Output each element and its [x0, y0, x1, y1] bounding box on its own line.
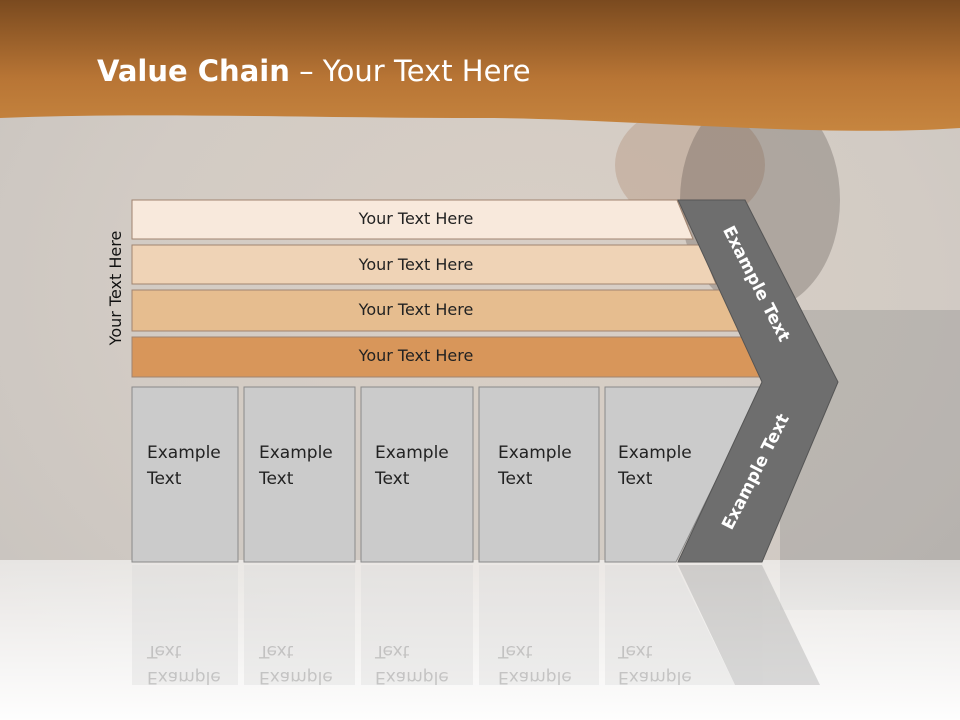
- box-1-shape: [131, 386, 239, 563]
- box-3-line2: Text: [375, 469, 410, 489]
- row-4-label: Your Text Here: [358, 346, 474, 365]
- box-3-shape: [360, 386, 474, 563]
- box-2-shape: [243, 386, 356, 563]
- box-1-line2: Text: [147, 469, 182, 489]
- side-label: Your Text Here: [106, 230, 125, 346]
- box-1-line1: Example: [147, 443, 221, 463]
- box-3-line1: Example: [375, 443, 449, 463]
- row-3-label: Your Text Here: [358, 300, 474, 319]
- box-5-line1: Example: [618, 443, 692, 463]
- chevron-arrow: [677, 199, 839, 563]
- title-bold: Value Chain: [97, 54, 290, 88]
- row-1-label: Your Text Here: [358, 209, 474, 228]
- box-5-line2: Text: [618, 469, 653, 489]
- box-2-label: Example Text: [259, 440, 333, 492]
- box-2-line1: Example: [259, 443, 333, 463]
- row-1-shape: [131, 199, 694, 240]
- header-band: [0, 0, 960, 131]
- box-4-line2: Text: [498, 469, 533, 489]
- row-2-label: Your Text Here: [358, 255, 474, 274]
- title-rest: – Your Text Here: [289, 54, 531, 88]
- box-4-shape: [478, 386, 600, 563]
- boxes-reflection: [132, 565, 820, 685]
- photo-face: [615, 105, 765, 225]
- bottom-fade: [0, 560, 960, 720]
- box-2-line2: Text: [259, 469, 294, 489]
- box-3-label: Example Text: [375, 440, 449, 492]
- row-2-shape: [131, 244, 717, 285]
- box-5-label: Example Text: [618, 440, 692, 492]
- box-5-shape: [604, 386, 763, 563]
- box-1-label: Example Text: [147, 440, 221, 492]
- slide-title: Value Chain – Your Text Here: [97, 54, 531, 88]
- box-4-label: Example Text: [498, 440, 572, 492]
- box-4-line1: Example: [498, 443, 572, 463]
